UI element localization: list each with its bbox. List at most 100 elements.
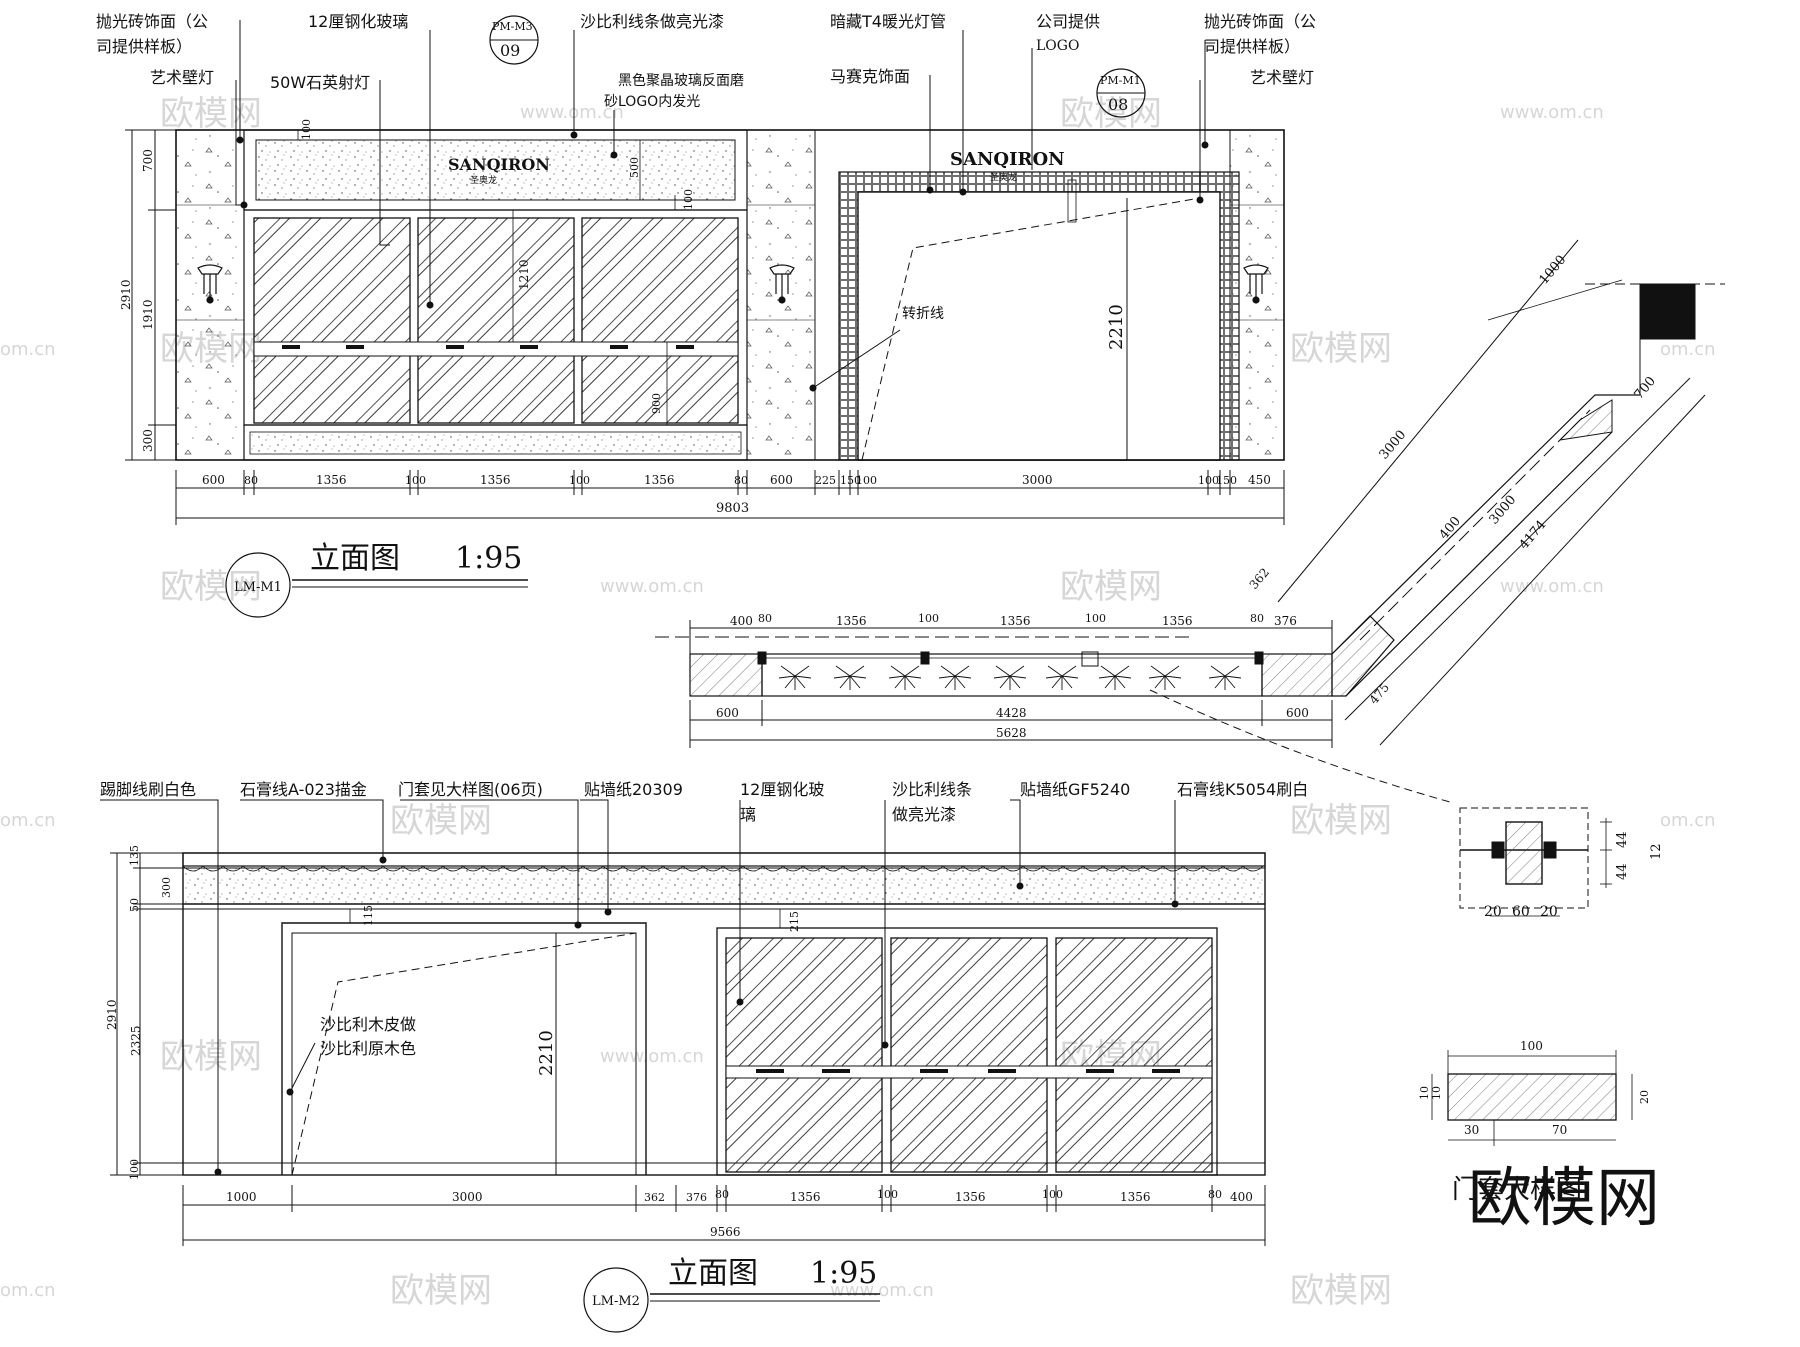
dim: 100 xyxy=(1198,474,1219,487)
label-polished-tile-left-2: 司提供样板） xyxy=(96,37,192,56)
watermark-url: www.om.cn xyxy=(1500,576,1604,597)
glass-panel xyxy=(1055,937,1213,1173)
label-quartz-lamp: 50W石英射灯 xyxy=(270,73,370,92)
dim: 376 xyxy=(686,1191,707,1204)
dim: 400 xyxy=(1230,1190,1253,1204)
dim: 400 xyxy=(730,614,753,628)
callout-code-m3: PM-M3 xyxy=(492,20,533,33)
dim: 1356 xyxy=(480,473,511,487)
label-sapele-line-2: 做亮光漆 xyxy=(892,805,956,824)
dim-total: 9566 xyxy=(710,1225,741,1239)
label-plaster-white: 石膏线K5054刷白 xyxy=(1177,780,1308,799)
label-tempered-glass: 12厘钢化玻璃 xyxy=(308,12,408,31)
plant-icons xyxy=(778,665,1242,690)
dim: 3000 xyxy=(452,1190,483,1204)
dim: 1356 xyxy=(644,473,675,487)
dim: 2910 xyxy=(105,999,119,1030)
label-skirting: 踢脚线刷白色 xyxy=(100,780,196,799)
watermark: 欧模网 xyxy=(390,1271,492,1311)
label-door-frame: 门套见大样图(06页) xyxy=(398,780,543,799)
view-scale: 1:95 xyxy=(810,1256,877,1291)
detail-caption: 门套大样图 xyxy=(1452,1175,1582,1205)
dim-total: 5628 xyxy=(996,726,1027,740)
watermark-url: om.cn xyxy=(0,810,56,831)
brand-logo-text-door: SANQIRON xyxy=(950,149,1065,170)
dim: 150 xyxy=(840,474,861,487)
label-art-lamp-right: 艺术壁灯 xyxy=(1250,68,1314,87)
brand-logo-cn-door: 圣奥龙 xyxy=(990,171,1017,183)
label-art-lamp-left: 艺术壁灯 xyxy=(150,68,214,87)
dim: 80 xyxy=(715,1188,729,1201)
dim: 135 xyxy=(128,845,141,866)
label-black-glass-2: 砂LOGO内发光 xyxy=(604,94,700,110)
watermark-url: om.cn xyxy=(1660,339,1716,360)
brand-logo-text: SANQIRON xyxy=(448,155,550,174)
dim: 70 xyxy=(1552,1123,1567,1137)
dim: 225 xyxy=(815,474,836,487)
label-glass: 12厘钢化玻 xyxy=(740,780,824,799)
dim: 100 xyxy=(405,474,426,487)
dim: 1210 xyxy=(517,259,531,290)
dim: 80 xyxy=(734,474,748,487)
dim: 44 xyxy=(1615,863,1630,880)
glass-panel xyxy=(890,937,1048,1173)
detail-sections-labels: 44 44 12 20 60 20 100 10 10 20 30 70 门套大… xyxy=(1418,831,1664,1236)
dim: 1000 xyxy=(1537,253,1570,288)
dim: 2910 xyxy=(119,279,133,310)
dim: 600 xyxy=(1286,706,1309,720)
watermark: 欧模网 xyxy=(1290,801,1392,841)
dim: 12 xyxy=(1649,843,1664,860)
dim: 1356 xyxy=(316,473,347,487)
watermark-url: om.cn xyxy=(1660,810,1716,831)
glass-panel xyxy=(581,217,739,424)
dim: 900 xyxy=(650,393,663,414)
dim: 700 xyxy=(141,149,155,172)
dim: 44 xyxy=(1615,831,1630,848)
label-sapele-line: 沙比利线条 xyxy=(892,780,972,799)
dim: 80 xyxy=(1208,1188,1222,1201)
dim: 100 xyxy=(128,1159,141,1180)
doorway-opening xyxy=(857,191,1221,461)
dim: 100 xyxy=(856,474,877,487)
dim: 80 xyxy=(1250,612,1264,625)
dim: 362 xyxy=(1247,565,1272,592)
dim: 100 xyxy=(682,189,695,210)
dim: 362 xyxy=(644,1191,665,1204)
dim: 450 xyxy=(1248,473,1271,487)
dim: 20 xyxy=(1638,1090,1651,1104)
label-polished-tile-right-2: 司提供样板） xyxy=(1204,37,1300,56)
watermark-url: om.cn xyxy=(0,339,56,360)
label-polished-tile-left: 抛光砖饰面（公 xyxy=(96,12,208,31)
brand-logo-cn: 圣奥龙 xyxy=(470,174,497,186)
callout-code-m1: PM-M1 xyxy=(1100,74,1141,87)
dim: 100 xyxy=(1042,1188,1063,1201)
label-veneer-2: 沙比利原木色 xyxy=(320,1039,416,1058)
dim: 3000 xyxy=(1377,428,1410,463)
watermark: 欧模网 xyxy=(1060,567,1162,607)
dim: 60 xyxy=(1512,904,1530,920)
label-logo-supply-2: LOGO xyxy=(1036,38,1079,54)
watermark: 欧模网 xyxy=(390,801,492,841)
dim: 700 xyxy=(1632,374,1659,403)
wall-lamp-icon xyxy=(197,264,223,304)
plan-view xyxy=(655,239,1725,803)
dim: 20 xyxy=(1484,904,1502,920)
dim: 1356 xyxy=(1120,1190,1151,1204)
watermark-url: www.om.cn xyxy=(830,1280,934,1301)
label-black-glass: 黑色聚晶玻璃反面磨 xyxy=(618,72,744,89)
dim: 2210 xyxy=(536,1030,557,1076)
dim: 2325 xyxy=(129,1025,143,1056)
view-title: 立面图 xyxy=(668,1256,758,1291)
watermark-url: om.cn xyxy=(0,1280,56,1301)
dim: 100 xyxy=(300,119,313,140)
watermark-logo: 欧模网 xyxy=(1468,1162,1660,1236)
dim: 475 xyxy=(1367,680,1392,707)
watermark: 欧模网 xyxy=(160,567,262,607)
label-polished-tile-right: 抛光砖饰面（公 xyxy=(1204,12,1316,31)
dim: 4428 xyxy=(996,706,1027,720)
watermark: 欧模网 xyxy=(1290,329,1392,369)
dim: 20 xyxy=(1540,904,1558,920)
wall-lamp-icon xyxy=(769,264,795,304)
label-t4-lamp: 暗藏T4暖光灯管 xyxy=(830,12,946,31)
